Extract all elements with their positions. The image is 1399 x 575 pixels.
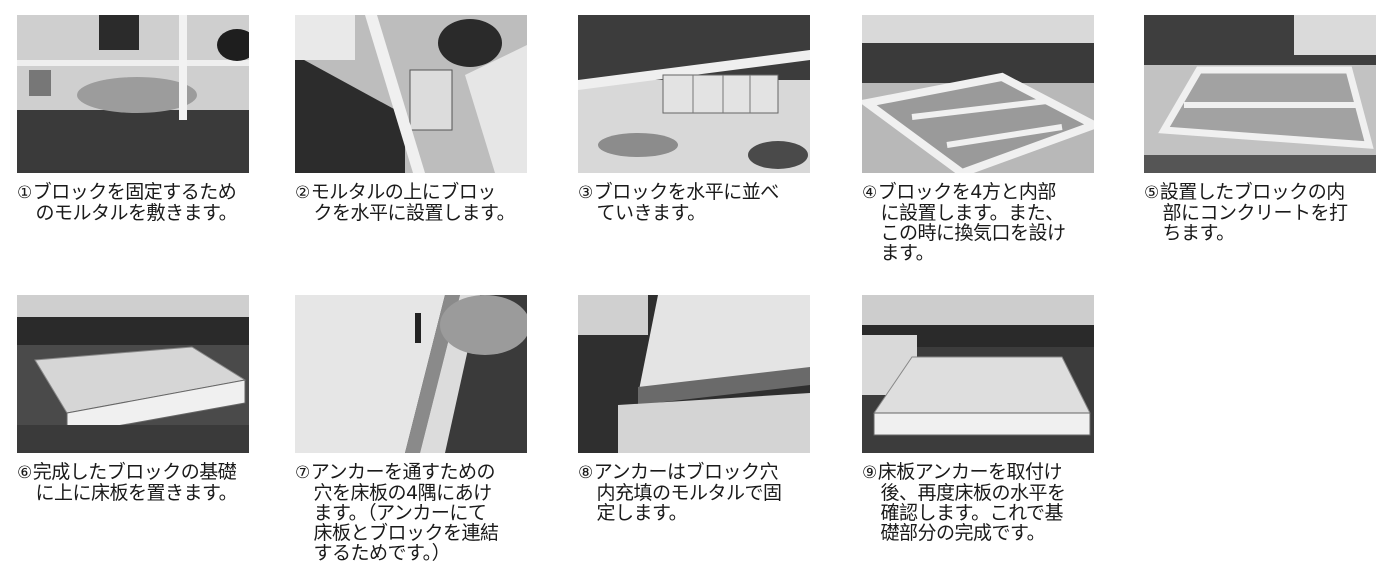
step-number-7: ⑦ [295, 463, 310, 483]
step-number-5: ⑤ [1144, 183, 1159, 203]
step-text-8: アンカーはブロック穴 内充填のモルタルで固 定します。 [593, 461, 782, 524]
step-caption-4: ④ブロックを4方と内部 に設置します。また、 この時に換気口を設け ます。 [862, 182, 1102, 263]
step-photo-4 [862, 15, 1094, 173]
step-5: ⑤設置したブロックの内 部にコンクリートを打 ちます。 [1144, 15, 1384, 243]
step-text-2: モルタルの上にブロッ クを水平に設置します。 [310, 181, 516, 224]
step-1: ①ブロックを固定するため のモルタルを敷きます。 [17, 15, 257, 223]
step-number-4: ④ [862, 183, 877, 203]
step-photo-5 [1144, 15, 1376, 173]
step-caption-5: ⑤設置したブロックの内 部にコンクリートを打 ちます。 [1144, 182, 1384, 243]
step-photo-1 [17, 15, 249, 173]
step-number-9: ⑨ [862, 463, 877, 483]
step-number-2: ② [295, 183, 310, 203]
step-text-6: 完成したブロックの基礎 に上に床板を置きます。 [32, 461, 238, 504]
step-caption-7: ⑦アンカーを通すための 穴を床板の4隅にあけ ます。（アンカーにて 床板とブロッ… [295, 462, 535, 563]
step-number-8: ⑧ [578, 463, 593, 483]
step-number-3: ③ [578, 183, 593, 203]
step-3: ③ブロックを水平に並べ ていきます。 [578, 15, 818, 223]
step-photo-8 [578, 295, 810, 453]
step-7: ⑦アンカーを通すための 穴を床板の4隅にあけ ます。（アンカーにて 床板とブロッ… [295, 295, 535, 563]
step-photo-2 [295, 15, 527, 173]
step-text-4: ブロックを4方と内部 に設置します。また、 この時に換気口を設け ます。 [877, 181, 1066, 264]
step-photo-7 [295, 295, 527, 453]
step-text-1: ブロックを固定するため のモルタルを敷きます。 [32, 181, 238, 224]
step-6: ⑥完成したブロックの基礎 に上に床板を置きます。 [17, 295, 257, 503]
step-photo-3 [578, 15, 810, 173]
step-caption-6: ⑥完成したブロックの基礎 に上に床板を置きます。 [17, 462, 257, 503]
step-caption-8: ⑧アンカーはブロック穴 内充填のモルタルで固 定します。 [578, 462, 818, 523]
step-number-1: ① [17, 183, 32, 203]
step-photo-6 [17, 295, 249, 453]
step-caption-1: ①ブロックを固定するため のモルタルを敷きます。 [17, 182, 257, 223]
step-2: ②モルタルの上にブロッ クを水平に設置します。 [295, 15, 535, 223]
step-caption-2: ②モルタルの上にブロッ クを水平に設置します。 [295, 182, 535, 223]
step-text-7: アンカーを通すための 穴を床板の4隅にあけ ます。（アンカーにて 床板とブロック… [310, 461, 499, 564]
step-caption-3: ③ブロックを水平に並べ ていきます。 [578, 182, 818, 223]
step-photo-9 [862, 295, 1094, 453]
step-text-5: 設置したブロックの内 部にコンクリートを打 ちます。 [1159, 181, 1348, 244]
step-text-3: ブロックを水平に並べ ていきます。 [593, 181, 780, 224]
step-4: ④ブロックを4方と内部 に設置します。また、 この時に換気口を設け ます。 [862, 15, 1102, 263]
step-text-9: 床板アンカーを取付け 後、再度床板の水平を 確認します。これで基 礎部分の完成で… [877, 461, 1066, 544]
step-8: ⑧アンカーはブロック穴 内充填のモルタルで固 定します。 [578, 295, 818, 523]
step-caption-9: ⑨床板アンカーを取付け 後、再度床板の水平を 確認します。これで基 礎部分の完成… [862, 462, 1102, 543]
step-9: ⑨床板アンカーを取付け 後、再度床板の水平を 確認します。これで基 礎部分の完成… [862, 295, 1102, 543]
step-number-6: ⑥ [17, 463, 32, 483]
